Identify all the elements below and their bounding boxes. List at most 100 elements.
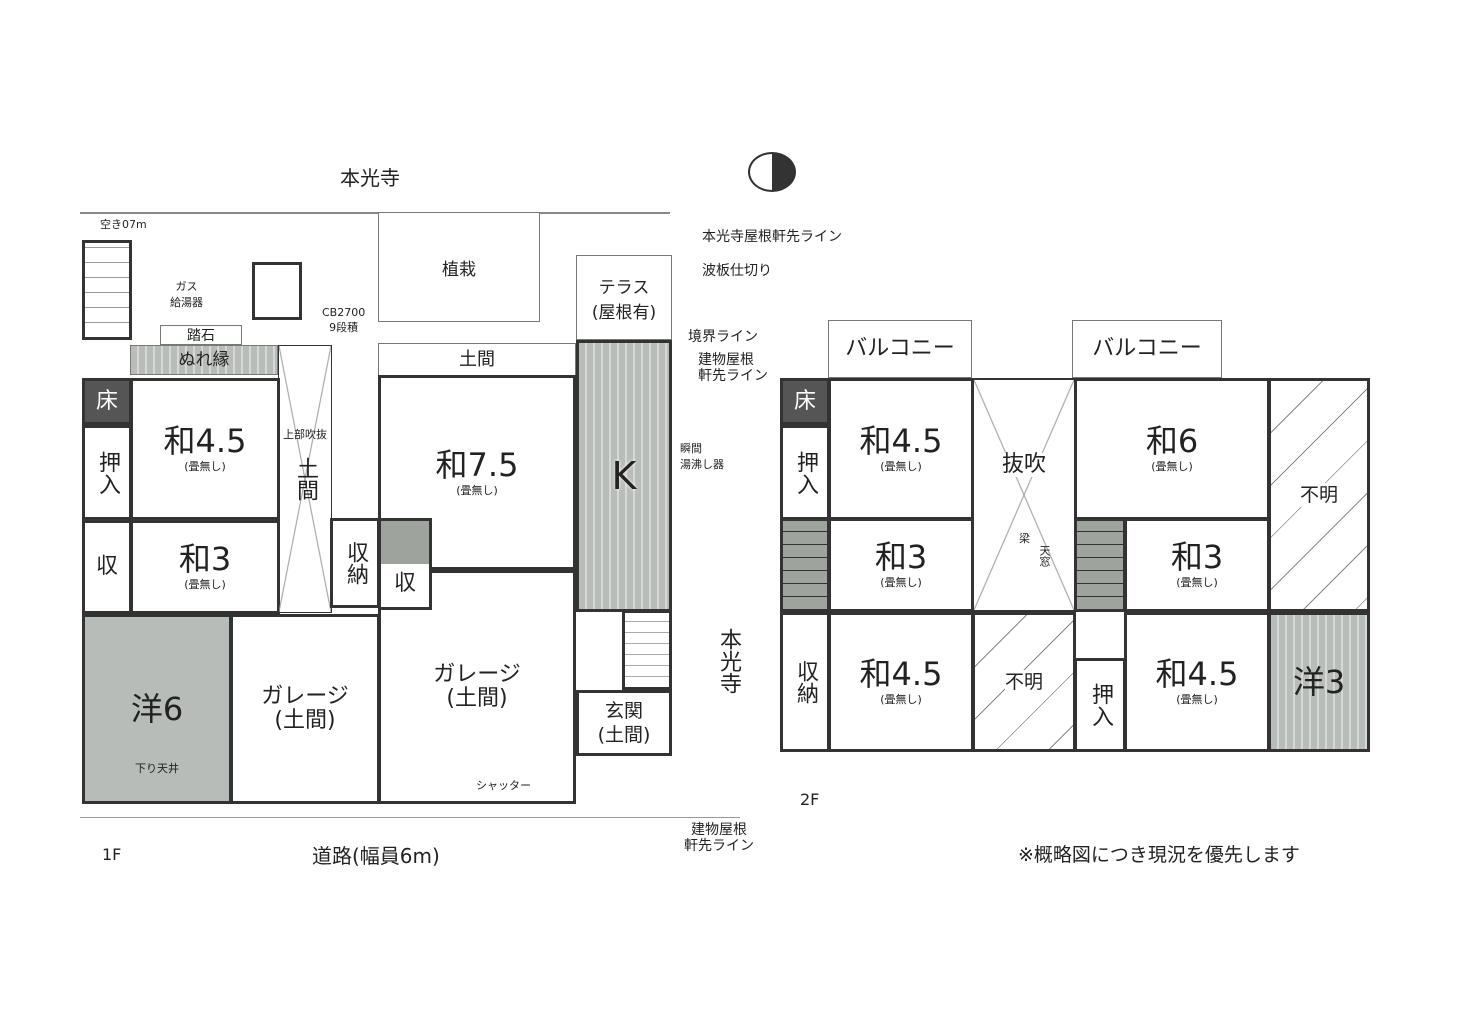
clearance-note: 空き07m — [100, 218, 147, 231]
temple-roof-line-note: 本光寺屋根軒先ライン — [702, 229, 842, 245]
temple-label-top: 本光寺 — [340, 166, 400, 190]
alcove-label: 床 — [793, 388, 816, 414]
boundary-line-note: 境界ライン — [688, 329, 758, 345]
earth-floor-label: 土間 — [293, 457, 318, 501]
stepping-stone-label: 踏石 — [187, 328, 215, 344]
1f-closet: 押入 — [82, 425, 132, 520]
wave-partition-note: 波板仕切り — [702, 263, 772, 279]
planting-label: 植栽 — [442, 259, 476, 280]
kitchen-label: K — [611, 454, 637, 498]
room-label: 和6 — [1145, 422, 1199, 460]
site-line-top — [80, 212, 670, 214]
2f-room-wa45-top: 和4.5(畳無し) — [828, 378, 974, 520]
room-label: 和4.5 — [163, 422, 247, 460]
room-sub: (畳無し) — [456, 483, 498, 497]
skylight-label: 天窓 — [1038, 545, 1051, 567]
closet-label: 押入 — [95, 450, 120, 495]
storage-label: 収納 — [793, 660, 818, 704]
veranda-label: ぬれ縁 — [178, 350, 230, 370]
2f-unknown-left: 不明 — [972, 612, 1076, 752]
closet-label: 押入 — [793, 450, 818, 495]
terrace: テラス(屋根有) — [576, 255, 672, 340]
garage-sub: (土間) — [274, 708, 336, 733]
block-wall-note: CB2700 9段積 — [322, 306, 366, 334]
room-sub: (畳無し) — [1151, 460, 1193, 473]
balcony-label: バルコニー — [845, 336, 955, 361]
room-sub: (畳無し) — [1176, 693, 1218, 706]
storage-label: 収納 — [343, 541, 368, 585]
2f-balcony-left: バルコニー — [828, 320, 972, 378]
room-sub: (畳無し) — [880, 576, 922, 589]
2f-stairs-right — [1074, 518, 1126, 612]
2f-room-wa6: 和6(畳無し) — [1074, 378, 1270, 520]
unknown-label: 不明 — [1299, 483, 1338, 507]
room-label: 和3 — [1170, 538, 1224, 576]
beam-label: 梁 — [1019, 532, 1030, 545]
2f-room-wa3-right: 和3(畳無し) — [1124, 518, 1270, 612]
2f-stairs-left — [780, 518, 830, 612]
garage-label: ガレージ — [261, 684, 349, 709]
entrance-label: 玄関 — [604, 700, 643, 722]
unknown-label: 不明 — [1004, 670, 1043, 694]
roof-line-bottom — [80, 817, 740, 818]
planting: 植栽 — [378, 212, 540, 322]
1f-room-wa3: 和3(畳無し) — [130, 520, 280, 614]
void-note: 上部吹抜 — [283, 428, 327, 441]
2f-room-you3: 洋3 — [1268, 612, 1370, 752]
temple-label-side: 本光寺 — [716, 628, 741, 694]
1f-garage-left: ガレージ(土間) — [230, 614, 380, 804]
room-label: 和4.5 — [859, 655, 943, 693]
storage-label: 収 — [393, 571, 416, 596]
closet-label: 押入 — [1088, 683, 1113, 727]
room-label: 和7.5 — [435, 445, 519, 484]
building-roof-line-note-bottom: 建物屋根 軒先ライン — [684, 822, 754, 854]
2f-alcove: 床 — [780, 378, 830, 425]
road-label: 道路(幅員6m) — [312, 844, 440, 868]
2f-closet: 押入 — [780, 425, 830, 520]
lowered-ceiling-note: 下り天井 — [135, 762, 179, 775]
1f-room-you6: 洋6 下り天井 — [82, 614, 232, 804]
water-heater-note: 瞬間 湯沸し器 — [680, 442, 724, 471]
1f-earth-floor: 土間 — [378, 343, 576, 377]
2f-unknown-right: 不明 — [1268, 378, 1370, 612]
1f-room-wa45: 和4.5(畳無し) — [130, 378, 280, 520]
1f-storage-shuno: 収納 — [330, 518, 380, 608]
room-label: 和4.5 — [1155, 655, 1239, 693]
1f-alcove: 床 — [82, 378, 132, 425]
room-label: 洋3 — [1292, 663, 1346, 701]
void-label: 抜吹 — [1001, 452, 1046, 477]
room-label: 和3 — [874, 538, 928, 576]
1f-earth-floor-column: 上部吹抜土間 — [278, 345, 332, 613]
entrance: 玄関(土間) — [576, 690, 672, 756]
2f-void: 抜吹梁天窓 — [972, 378, 1076, 612]
1f-storage: 収 — [82, 520, 132, 614]
2f-room-wa3-left: 和3(畳無し) — [828, 518, 974, 612]
floor-2-label: 2F — [800, 790, 820, 809]
toilet-1f-back — [252, 262, 302, 320]
balcony-label: バルコニー — [1092, 336, 1202, 361]
2f-room-wa45-bottom: 和4.5(畳無し) — [828, 612, 974, 752]
1f-stair-storage: 収 — [378, 518, 432, 610]
2f-storage: 収納 — [780, 612, 830, 752]
entrance-sub: (土間) — [597, 724, 651, 746]
north-arrow-icon — [748, 152, 796, 192]
terrace-label: テラス — [598, 277, 650, 298]
2f-room-wa45-right: 和4.5(畳無し) — [1124, 612, 1270, 752]
room-sub: (畳無し) — [1176, 576, 1218, 589]
toilet-1f — [622, 610, 672, 690]
floor-1-label: 1F — [102, 845, 122, 864]
bathroom — [82, 240, 132, 340]
alcove-label: 床 — [95, 388, 118, 414]
storage-label: 収 — [95, 554, 118, 579]
room-label: 洋6 — [130, 690, 184, 728]
garage-sub: (土間) — [446, 686, 508, 711]
stepping-stone: 踏石 — [160, 325, 242, 345]
room-sub: (畳無し) — [880, 460, 922, 473]
2f-closet-2: 押入 — [1074, 658, 1126, 752]
2f-balcony-right: バルコニー — [1072, 320, 1222, 378]
earth-floor-label: 土間 — [459, 349, 495, 370]
veranda: ぬれ縁 — [130, 345, 278, 375]
garage-label: ガレージ — [433, 662, 521, 687]
shutter-note: シャッター — [476, 779, 531, 792]
